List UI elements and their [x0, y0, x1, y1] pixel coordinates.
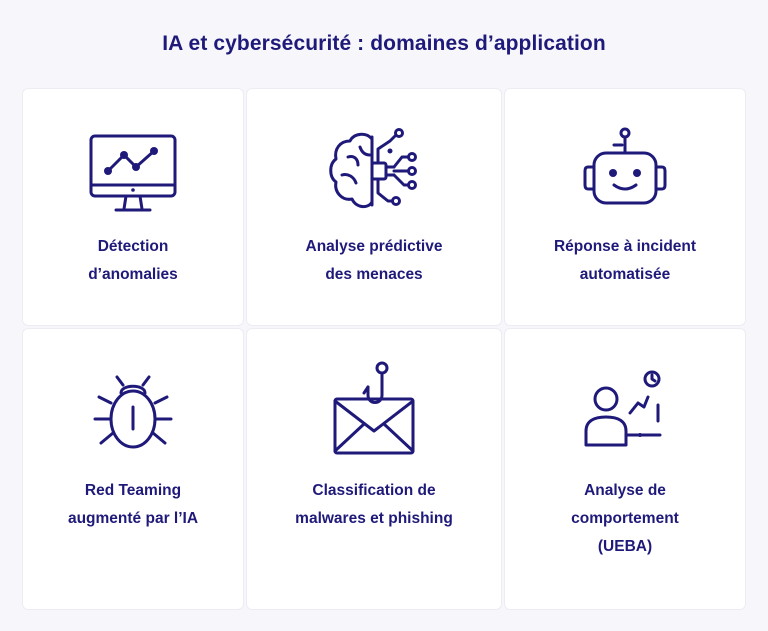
card-label-line: Red Teaming — [84, 482, 182, 499]
user-behavior-icon — [584, 370, 662, 447]
card-label: Classification de malwares et phishing — [255, 477, 493, 533]
card-label: Red Teaming augmenté par l’IA — [31, 477, 235, 533]
monitor-chart-icon — [89, 134, 177, 212]
card-label-line: Détection — [97, 238, 169, 255]
card-label: Réponse à incident automatisée — [513, 233, 737, 289]
card-behavior-analysis: Analyse de comportement (UEBA) — [504, 328, 746, 610]
card-anomaly-detection: Détection d’anomalies — [22, 88, 244, 326]
card-label-line: des menaces — [325, 266, 423, 283]
phishing-envelope-icon — [333, 361, 415, 455]
card-label-line: d’anomalies — [88, 266, 178, 283]
card-label-line: (UEBA) — [597, 538, 653, 555]
card-label-line: Analyse de — [584, 482, 666, 499]
card-automated-response: Réponse à incident automatisée — [504, 88, 746, 326]
card-label-line: Analyse prédictive — [305, 238, 443, 255]
card-label-line: comportement — [571, 510, 679, 527]
card-label: Analyse prédictive des menaces — [255, 233, 493, 289]
card-label-line: Classification de — [312, 482, 436, 499]
card-malware-classification: Classification de malwares et phishing — [246, 328, 502, 610]
card-label-line: malwares et phishing — [295, 510, 453, 527]
card-label: Analyse de comportement (UEBA) — [513, 477, 737, 561]
bug-icon — [93, 375, 173, 449]
card-label: Détection d’anomalies — [31, 233, 235, 289]
brain-circuit-icon — [329, 128, 417, 208]
card-red-teaming: Red Teaming augmenté par l’IA — [22, 328, 244, 610]
robot-icon — [583, 127, 667, 205]
card-label-line: augmenté par l’IA — [67, 510, 199, 527]
card-predictive-analysis: Analyse prédictive des menaces — [246, 88, 502, 326]
card-label-line: Réponse à incident — [553, 238, 697, 255]
page-title: IA et cybersécurité : domaines d’applica… — [162, 32, 606, 55]
card-label-line: automatisée — [579, 266, 671, 283]
